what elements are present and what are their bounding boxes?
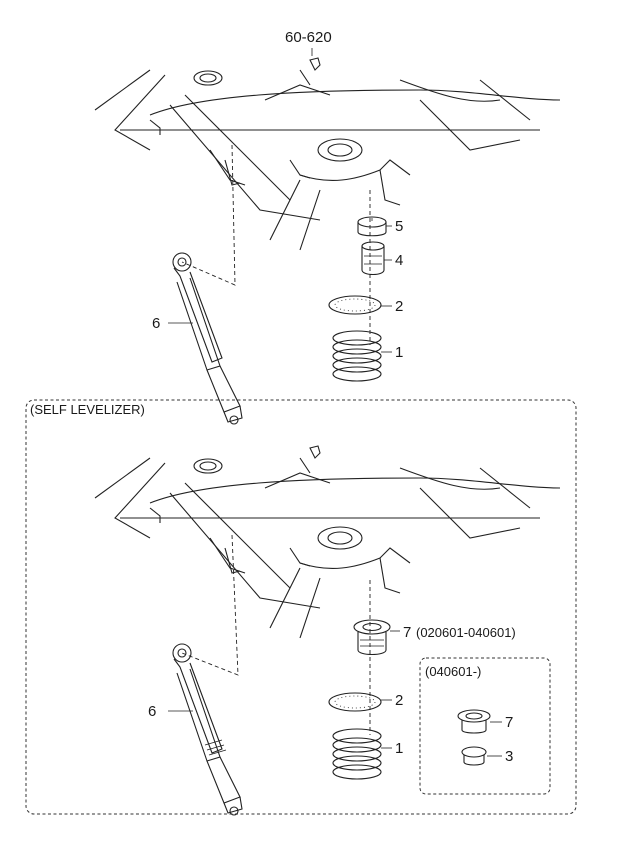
callout-3-inset: 3	[505, 748, 513, 765]
callout-7-inset: 7	[505, 714, 513, 731]
top-frame-drawing	[94, 57, 561, 251]
shock-thread-bottom	[204, 739, 227, 756]
self-levelizer-section	[25, 399, 577, 815]
part-7-levelizer-bottom	[353, 619, 391, 656]
part-2-pad-bottom	[328, 692, 382, 712]
part-6-shock-bottom	[172, 643, 243, 816]
part-1-spring-bottom	[332, 728, 382, 780]
section-label: (SELF LEVELIZER)	[30, 402, 145, 417]
shock-mount-dash-bottom	[181, 534, 239, 676]
part-2-pad-top	[328, 295, 382, 315]
part-7-inset	[457, 709, 491, 734]
shock-mount-dash-top	[181, 144, 236, 286]
inset-label: (040601-)	[425, 664, 481, 679]
callout-7-range: (020601-040601)	[416, 625, 516, 640]
callout-4-top: 4	[395, 252, 403, 269]
callout-6-top: 6	[152, 315, 160, 332]
callout-1-top: 1	[395, 344, 403, 361]
callout-1-bottom: 1	[395, 740, 403, 757]
callout-7-bottom: 7	[403, 624, 411, 641]
callout-2-top: 2	[395, 298, 403, 315]
part-6-shock-top	[172, 252, 243, 425]
part-5-cap-top	[357, 216, 387, 237]
bottom-frame-drawing	[94, 445, 561, 639]
ref-code: 60-620	[285, 29, 332, 46]
inset-040601-box	[419, 657, 551, 795]
part-3-inset	[461, 746, 487, 766]
part-4-bumper-top	[361, 241, 385, 276]
callout-5-top: 5	[395, 218, 403, 235]
callout-6-bottom: 6	[148, 703, 156, 720]
callout-2-bottom: 2	[395, 692, 403, 709]
part-1-spring-top	[332, 330, 382, 382]
